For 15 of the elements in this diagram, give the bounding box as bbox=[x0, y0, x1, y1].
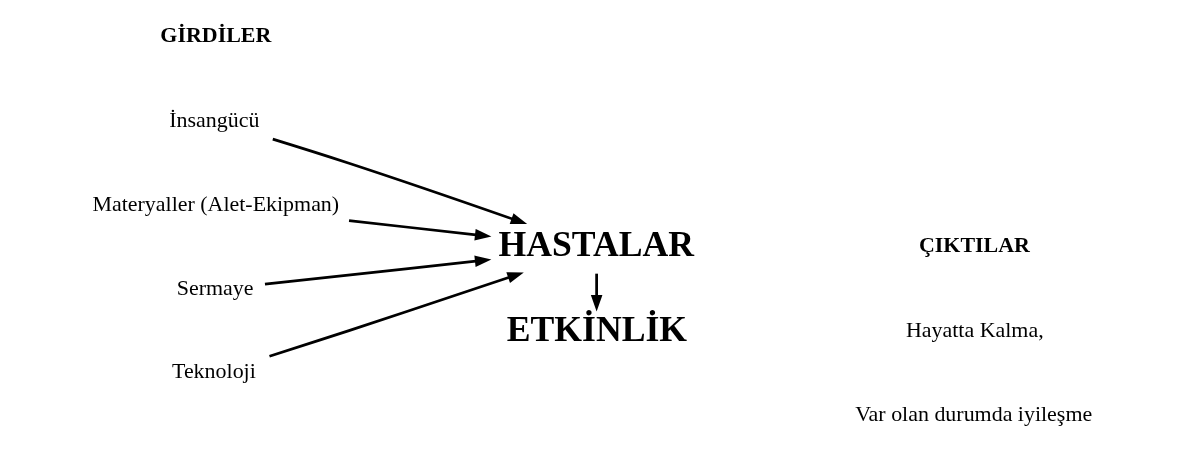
label: GİRDİLER bbox=[159, 22, 271, 48]
node-text: İnsangücü bbox=[168, 107, 259, 133]
node-text: HASTALAR bbox=[498, 223, 694, 264]
node-text: Sermaye bbox=[176, 274, 254, 300]
node-text: Teknoloji bbox=[171, 358, 256, 384]
arrow bbox=[590, 273, 602, 312]
arrow bbox=[264, 255, 491, 286]
arrow bbox=[268, 272, 524, 358]
label: Hayatta Kalma, bbox=[905, 317, 1044, 343]
arrow bbox=[348, 219, 491, 241]
label: ÇIKTILAR bbox=[918, 232, 1030, 258]
label: Var olan durumda iyileşme bbox=[854, 400, 1092, 426]
arrow bbox=[271, 137, 527, 225]
node-text: Materyaller (Alet-Ekipman) bbox=[91, 190, 339, 216]
node-text: ETKİNLİK bbox=[506, 308, 687, 349]
